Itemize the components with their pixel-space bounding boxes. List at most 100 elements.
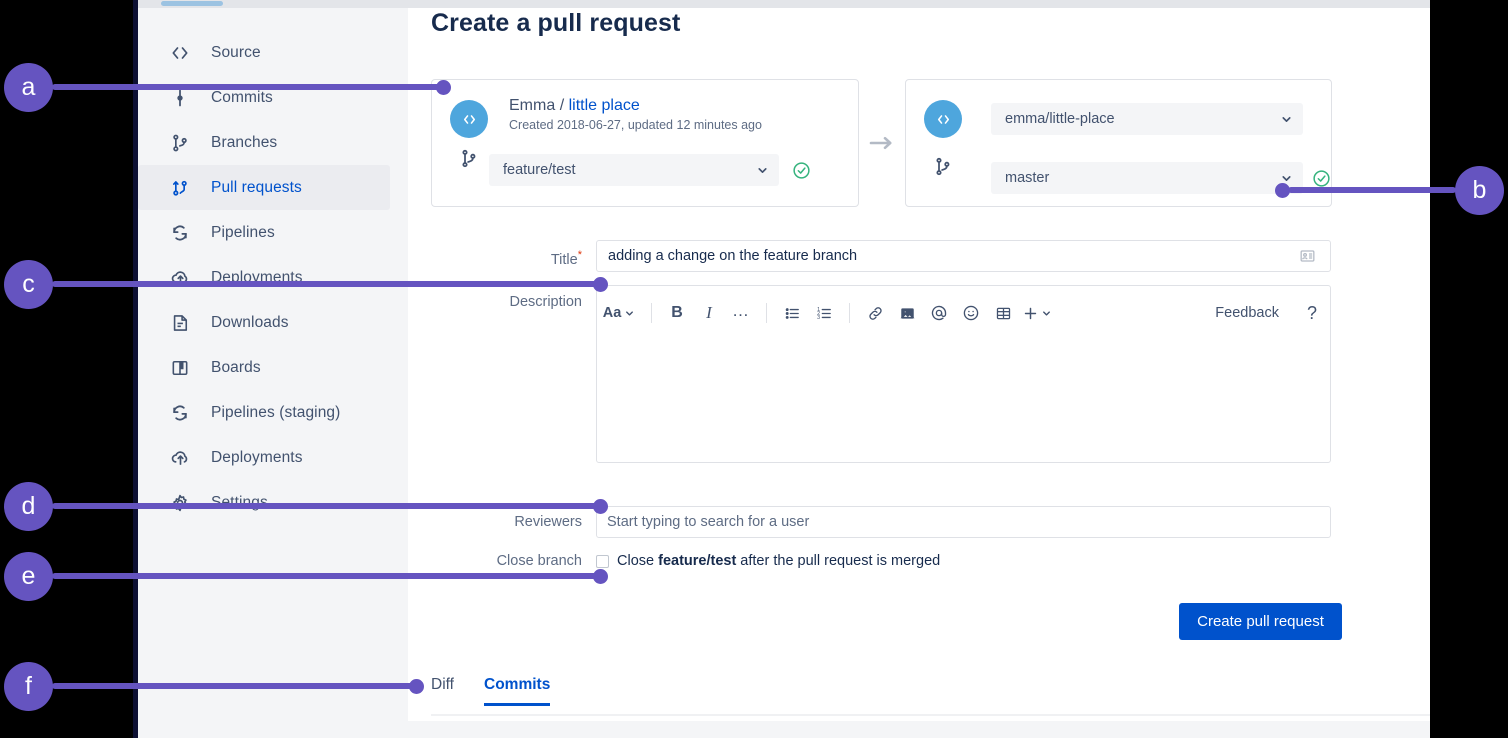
callout-badge-e: e	[4, 552, 53, 601]
sidebar-item-label: Commits	[211, 88, 273, 106]
required-marker: *	[577, 249, 582, 261]
pipelines-icon	[169, 222, 191, 244]
sidebar-item-source[interactable]: Source	[138, 30, 408, 75]
source-branch-valid-check-circle-icon	[792, 161, 810, 179]
callout-line-f	[52, 683, 417, 689]
close-branch-branch-name: feature/test	[658, 553, 737, 569]
toolbar-divider	[651, 303, 652, 323]
pipelines-icon	[169, 402, 191, 424]
sidebar-item-label: Pipelines (staging)	[211, 403, 341, 421]
sidebar-item-deployments[interactable]: Deployments	[138, 255, 408, 300]
tabs-rule	[431, 714, 1430, 716]
global-nav-strip[interactable]	[133, 0, 138, 738]
callout-badge-d: d	[4, 482, 53, 531]
destination-branch-select[interactable]: master	[991, 162, 1303, 194]
more-formatting-icon[interactable]: …	[732, 301, 750, 320]
sidebar-item-commits[interactable]: Commits	[138, 75, 408, 120]
merge-direction-arrow-icon	[869, 136, 895, 150]
italic-icon[interactable]: I	[706, 303, 712, 322]
source-branch-value: feature/test	[503, 162, 576, 178]
sidebar-item-downloads[interactable]: Downloads	[138, 300, 408, 345]
chevron-down-icon	[1280, 172, 1293, 185]
description-field-label: Description	[509, 294, 582, 310]
text-style-icon[interactable]: Aa	[599, 300, 639, 326]
source-separator: /	[559, 97, 565, 114]
help-icon[interactable]: ?	[1306, 302, 1317, 323]
app-top-band	[138, 0, 1430, 8]
bullet-list-icon[interactable]	[779, 300, 805, 326]
destination-repo-value: emma/little-place	[1005, 111, 1115, 127]
sidebar-item-label: Deployments	[211, 448, 303, 466]
callout-dot-b	[1275, 183, 1290, 198]
page-title: Create a pull request	[431, 9, 681, 37]
branch-icon	[932, 156, 954, 178]
callout-dot-c	[593, 277, 608, 292]
sidebar-item-deployments-2[interactable]: Deployments	[138, 435, 408, 480]
form-card-icon[interactable]	[1299, 248, 1316, 269]
link-icon[interactable]	[862, 300, 888, 326]
callout-line-d	[52, 503, 601, 509]
table-icon[interactable]	[990, 300, 1016, 326]
branch-icon	[458, 148, 480, 170]
title-input-value: adding a change on the feature branch	[608, 248, 858, 264]
source-owner: Emma	[509, 97, 556, 114]
callout-line-e	[52, 573, 601, 579]
callout-dot-f	[409, 679, 424, 694]
sidebar-item-label: Downloads	[211, 313, 289, 331]
callout-line-c	[52, 281, 601, 287]
sidebar-item-label: Pull requests	[211, 178, 302, 196]
description-editor[interactable]	[596, 285, 1331, 463]
source-branch-select[interactable]: feature/test	[489, 154, 779, 186]
svg-text:2: 2	[817, 311, 820, 317]
title-input[interactable]	[596, 240, 1331, 272]
reviewers-input[interactable]	[596, 506, 1331, 538]
bold-icon[interactable]: B	[671, 304, 683, 321]
chevron-down-icon	[756, 164, 769, 177]
sidebar-item-pull-requests[interactable]: Pull requests	[138, 165, 390, 210]
callout-badge-b: b	[1455, 166, 1504, 215]
sidebar-item-pipelines[interactable]: Pipelines	[138, 210, 408, 255]
editor-feedback-link[interactable]: Feedback	[1215, 305, 1279, 321]
downloads-icon	[169, 312, 191, 334]
toolbar-divider	[849, 303, 850, 323]
insert-plus-icon[interactable]	[1022, 300, 1052, 326]
breadcrumb-placeholder-pill	[161, 1, 223, 6]
sidebar-item-pipelines-staging[interactable]: Pipelines (staging)	[138, 390, 408, 435]
boards-icon	[169, 357, 191, 379]
callout-line-a	[52, 84, 444, 90]
sidebar-item-label: Source	[211, 43, 261, 61]
mention-icon[interactable]	[926, 300, 952, 326]
destination-branch-valid-check-circle-icon	[1312, 169, 1330, 187]
sidebar-item-label: Boards	[211, 358, 261, 376]
sidebar-item-label: Pipelines	[211, 223, 275, 241]
callout-badge-a: a	[4, 63, 53, 112]
sidebar-item-label: Branches	[211, 133, 278, 151]
sidebar-item-branches[interactable]: Branches	[138, 120, 408, 165]
source-repo-link[interactable]: little place	[568, 97, 640, 114]
chevron-down-icon	[1280, 113, 1293, 126]
reviewers-field-label: Reviewers	[514, 514, 582, 530]
image-icon[interactable]	[894, 300, 920, 326]
create-pull-request-button[interactable]: Create pull request	[1179, 603, 1342, 640]
emoji-icon[interactable]	[958, 300, 984, 326]
callout-dot-d	[593, 499, 608, 514]
destination-repo-select[interactable]: emma/little-place	[991, 103, 1303, 135]
callout-badge-c: c	[4, 260, 53, 309]
repository-sidebar: Source Commits Branches Pull requests Pi	[138, 8, 408, 738]
source-repo-meta: Created 2018-06-27, updated 12 minutes a…	[509, 118, 762, 132]
source-branch-card: Emma / little place Created 2018-06-27, …	[431, 79, 859, 207]
code-brackets-icon	[169, 42, 191, 64]
branches-icon	[169, 132, 191, 154]
tab-commits[interactable]: Commits	[484, 676, 551, 706]
close-branch-description: Close feature/test after the pull reques…	[617, 553, 940, 569]
close-branch-checkbox[interactable]	[596, 555, 609, 568]
svg-text:1: 1	[817, 307, 820, 313]
toolbar-divider	[766, 303, 767, 323]
reviewers-input-placeholder: Start typing to search for a user	[607, 514, 810, 530]
destination-branch-card: emma/little-place master	[905, 79, 1332, 207]
commits-icon	[169, 87, 191, 109]
sidebar-item-boards[interactable]: Boards	[138, 345, 408, 390]
tab-diff[interactable]: Diff	[431, 676, 454, 693]
